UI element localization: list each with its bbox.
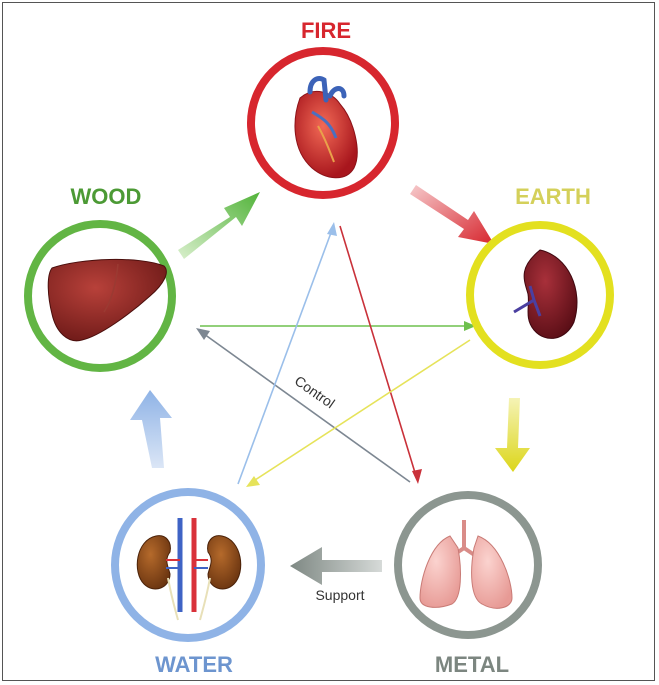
control-arrow-water-to-fire <box>238 222 337 484</box>
support-arrow-water-to-wood <box>130 390 172 468</box>
fire-label: FIRE <box>301 18 351 43</box>
wood-label: WOOD <box>71 184 142 209</box>
metal-circle <box>398 495 538 635</box>
support-arrow-wood-to-fire <box>178 192 260 259</box>
control-arrow-fire-to-metal <box>340 226 422 484</box>
water-label: WATER <box>155 652 233 677</box>
support-label: Support <box>315 587 364 603</box>
support-arrow-earth-to-metal <box>495 398 530 472</box>
support-arrow-fire-to-earth <box>410 185 494 244</box>
support-arrow-metal-to-water <box>290 547 382 585</box>
control-arrow-earth-to-water <box>246 340 470 487</box>
control-arrow-wood-to-earth <box>200 321 476 331</box>
earth-label: EARTH <box>515 184 591 209</box>
control-label: Control <box>292 372 338 411</box>
metal-label: METAL <box>435 652 509 677</box>
